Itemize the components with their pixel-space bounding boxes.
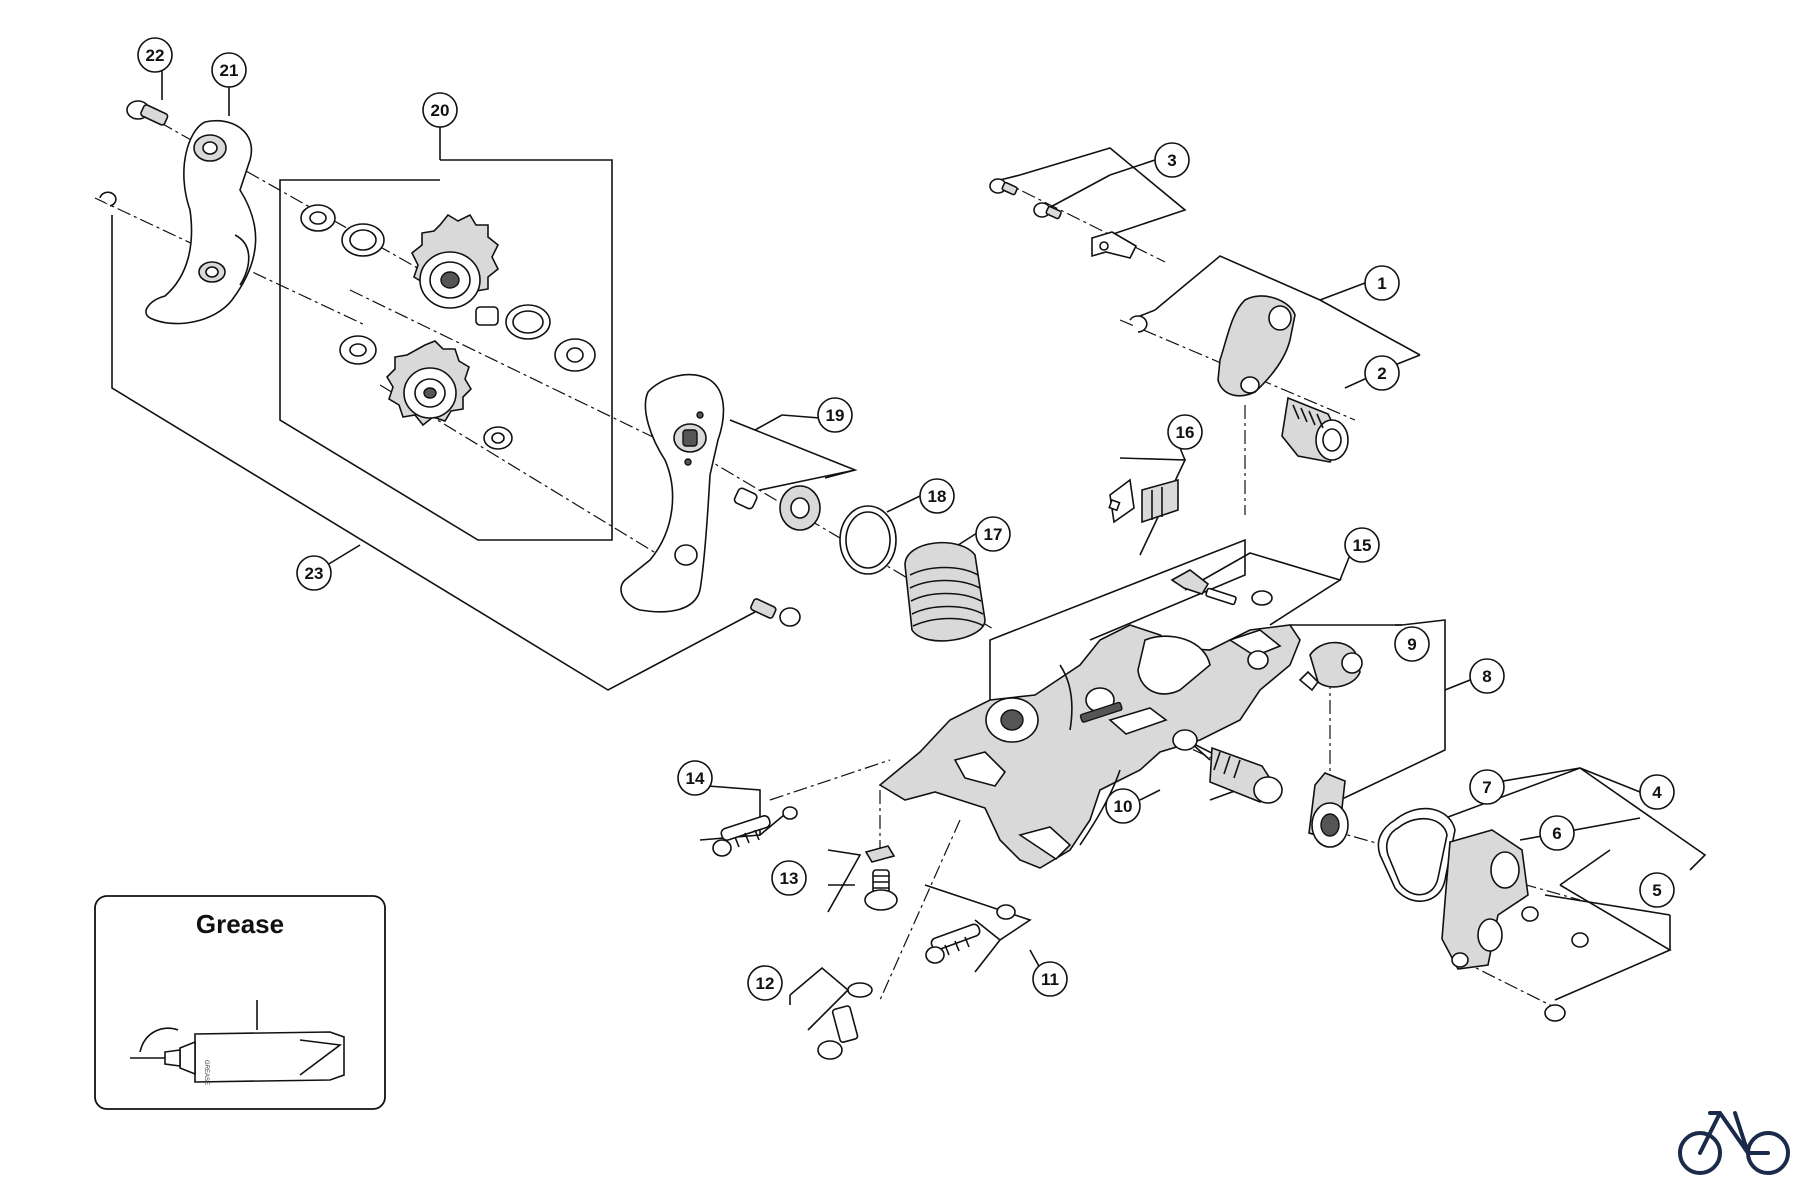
callout-8: 8 xyxy=(1469,658,1505,694)
bicycle-icon xyxy=(1678,1111,1790,1175)
svg-text:17: 17 xyxy=(984,525,1003,544)
svg-text:15: 15 xyxy=(1353,536,1372,555)
seal-ring-part xyxy=(1377,807,1456,902)
grease-tube-part: GREASE xyxy=(130,1027,345,1085)
cable-fixing-bolt-part xyxy=(1170,569,1273,606)
outer-plate-part xyxy=(145,120,257,325)
callout-7: 7 xyxy=(1469,769,1505,805)
grease-box: Grease GREASE xyxy=(94,895,386,1110)
callout-14: 14 xyxy=(677,760,713,796)
lower-cage-screw-part xyxy=(750,598,801,627)
callout-23: 23 xyxy=(296,555,332,591)
stroke-screw-part xyxy=(925,904,1016,964)
callout-1: 1 xyxy=(1364,265,1400,301)
svg-text:3: 3 xyxy=(1167,151,1176,170)
callout-20: 20 xyxy=(422,92,458,128)
svg-text:6: 6 xyxy=(1552,824,1561,843)
callout-4: 4 xyxy=(1639,774,1675,810)
inner-plate-part xyxy=(620,373,725,613)
callout-9: 9 xyxy=(1394,626,1430,662)
assembly-lines xyxy=(111,70,1707,1031)
cage-stopper-part xyxy=(733,485,821,531)
callout-13: 13 xyxy=(771,860,807,896)
grease-tube-label: GREASE xyxy=(203,1060,209,1085)
svg-text:11: 11 xyxy=(1041,970,1059,989)
callout-6: 6 xyxy=(1539,815,1575,851)
svg-text:23: 23 xyxy=(305,564,324,583)
pivot-bolt-part xyxy=(817,982,873,1060)
adjusting-bolt-part xyxy=(864,845,898,911)
svg-text:16: 16 xyxy=(1176,423,1195,442)
knuckle-pin-part xyxy=(1172,729,1283,804)
svg-text:13: 13 xyxy=(780,869,799,888)
clutch-unit-part xyxy=(1298,641,1363,848)
callout-19: 19 xyxy=(817,397,853,433)
callout-2: 2 xyxy=(1364,355,1400,391)
callout-10: 10 xyxy=(1105,788,1141,824)
callout-18: 18 xyxy=(919,478,955,514)
ring-part xyxy=(839,505,897,575)
svg-text:7: 7 xyxy=(1482,778,1491,797)
callout-3: 3 xyxy=(1154,142,1190,178)
svg-text:14: 14 xyxy=(686,769,705,788)
tension-spring-part xyxy=(904,541,986,642)
pulley-set-part xyxy=(300,204,596,450)
svg-text:5: 5 xyxy=(1652,881,1661,900)
callout-5: 5 xyxy=(1639,872,1675,908)
svg-text:20: 20 xyxy=(431,101,450,120)
svg-text:18: 18 xyxy=(928,487,947,506)
callout-15: 15 xyxy=(1344,527,1380,563)
callout-11: 11 xyxy=(1032,961,1068,997)
svg-text:2: 2 xyxy=(1377,364,1386,383)
svg-text:9: 9 xyxy=(1407,635,1416,654)
callout-16: 16 xyxy=(1167,414,1203,450)
grease-title: Grease xyxy=(196,909,284,939)
svg-text:12: 12 xyxy=(756,974,775,993)
main-body-part xyxy=(878,624,1301,869)
bracket-axle-part xyxy=(1129,295,1296,397)
svg-text:21: 21 xyxy=(220,61,239,80)
axle-bolt-part xyxy=(1281,396,1349,463)
e-clip-part xyxy=(99,191,117,207)
svg-text:1: 1 xyxy=(1377,274,1386,293)
svg-text:10: 10 xyxy=(1114,797,1133,816)
callout-21: 21 xyxy=(211,52,247,88)
adjust-screw-part xyxy=(712,806,798,857)
cover-screw-part xyxy=(1521,906,1589,1022)
cover-part xyxy=(1441,829,1529,970)
cage-screw-part xyxy=(126,100,169,126)
svg-text:19: 19 xyxy=(826,406,845,425)
callout-12: 12 xyxy=(747,965,783,1001)
svg-text:8: 8 xyxy=(1482,667,1491,686)
svg-text:22: 22 xyxy=(146,46,165,65)
callout-22: 22 xyxy=(137,37,173,73)
svg-text:4: 4 xyxy=(1652,783,1662,802)
adapter-plate-part xyxy=(1108,478,1179,524)
fixing-bolt-part xyxy=(989,178,1138,259)
callout-17: 17 xyxy=(975,516,1011,552)
